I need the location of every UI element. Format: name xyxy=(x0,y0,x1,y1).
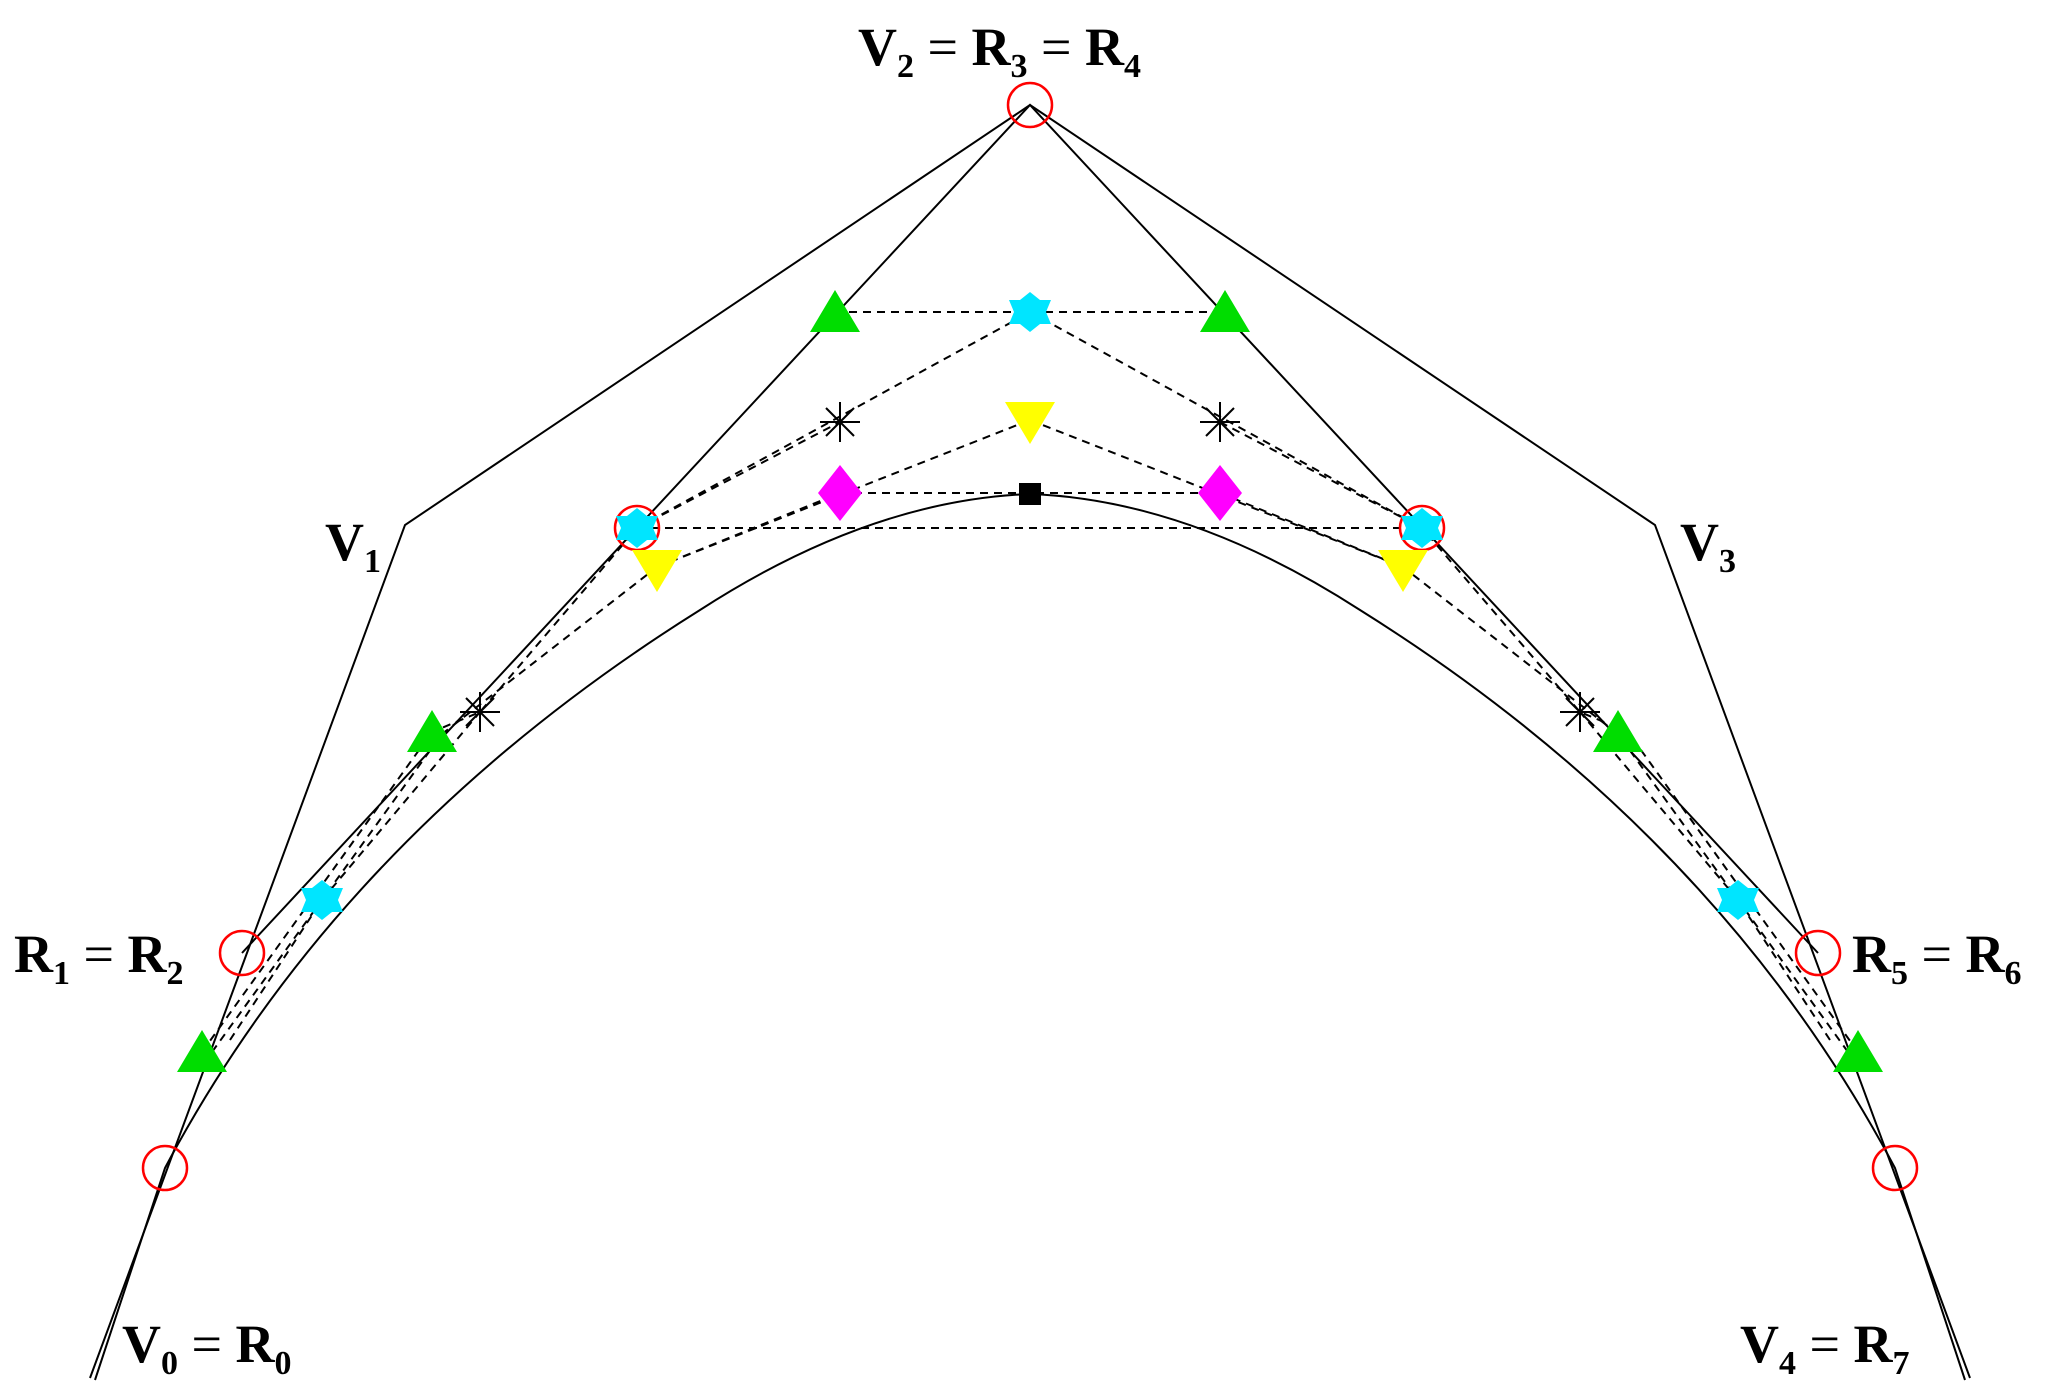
inverted-triangle-marker xyxy=(1005,402,1055,444)
label-v2-r3-r4: V2 = R3 = R4 xyxy=(858,17,1141,85)
red-circle-markers xyxy=(141,81,1919,1192)
magenta-diamond-markers xyxy=(818,465,1242,521)
asterisk-marker xyxy=(1200,402,1240,442)
asterisk-marker xyxy=(820,402,860,442)
circle-v2 xyxy=(1006,81,1054,129)
asterisk-markers xyxy=(460,402,1600,732)
triangle-marker xyxy=(1833,1030,1883,1072)
limit-curve xyxy=(94,492,1966,1381)
inner-polygon xyxy=(241,103,1819,954)
star-marker xyxy=(1401,508,1443,548)
triangle-marker xyxy=(1593,710,1643,752)
asterisk-marker xyxy=(460,692,500,732)
square-marker xyxy=(1019,483,1041,505)
circle-r5-r6 xyxy=(1794,929,1842,977)
inverted-triangle-marker xyxy=(1378,550,1428,592)
triangle-marker xyxy=(810,290,860,332)
label-v0-r0: V0 = R0 xyxy=(122,1314,291,1382)
label-r5-r6: R5 = R6 xyxy=(1852,924,2021,992)
triangle-marker xyxy=(1200,290,1250,332)
star-marker xyxy=(1717,880,1759,920)
diamond-marker xyxy=(1198,465,1242,521)
green-triangle-markers xyxy=(177,290,1883,1072)
yellow-inverted-triangle-markers xyxy=(632,402,1428,592)
triangle-marker xyxy=(177,1030,227,1072)
circle-left-low xyxy=(141,1144,189,1192)
label-r1-r2: R1 = R2 xyxy=(14,924,183,992)
star-marker xyxy=(1009,292,1051,332)
star-marker xyxy=(616,508,658,548)
label-v4-r7: V4 = R7 xyxy=(1740,1314,1909,1382)
circle-right-low xyxy=(1871,1144,1919,1192)
label-v3: V3 xyxy=(1680,512,1736,580)
asterisk-marker xyxy=(1560,692,1600,732)
diamond-marker xyxy=(818,465,862,521)
triangle-marker xyxy=(407,710,457,752)
inverted-triangle-marker xyxy=(632,550,682,592)
circle-r1-r2 xyxy=(218,929,266,977)
star-marker xyxy=(301,880,343,920)
label-v1: V1 xyxy=(325,512,381,580)
cyan-star-markers xyxy=(301,292,1759,920)
